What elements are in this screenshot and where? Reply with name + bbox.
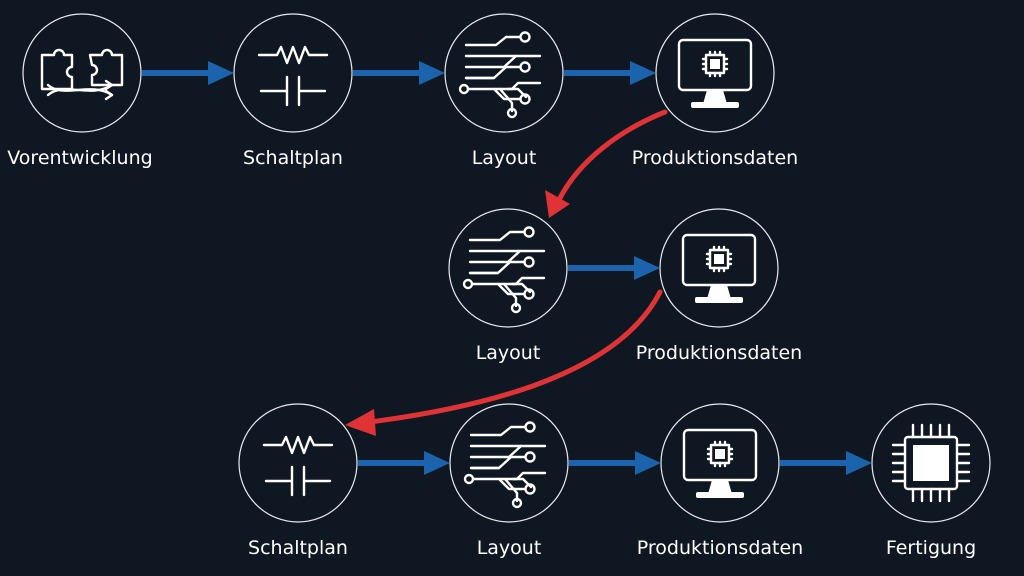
node-label: Layout [476,342,541,364]
chip-icon [891,423,971,503]
schematic-icon [262,435,334,497]
flow-arrow [569,451,661,475]
node-ring [448,208,568,328]
node-layout: Layout [444,13,564,169]
node-ring [444,13,564,133]
node-schaltplan: Schaltplan [238,403,358,559]
node-ring [22,13,142,133]
node-label: Layout [472,147,537,169]
node-label: Vorentwicklung [7,147,152,169]
iteration-arrow [545,109,668,218]
puzzle-icon [40,48,124,101]
flow-arrow [568,256,660,280]
node-label: Produktionsdaten [636,342,802,364]
node-label: Produktionsdaten [637,537,803,559]
node-schaltplan: Schaltplan [233,13,353,169]
node-ring [238,403,358,523]
node-ring [449,403,569,523]
node-label: Schaltplan [248,537,348,559]
node-label: Fertigung [886,537,976,559]
node-produktionsdaten: Produktionsdaten [636,208,802,364]
monitor-chip-icon [682,428,758,500]
flow-arrow [564,61,656,85]
flow-arrow [358,451,450,475]
flow-arrow [353,61,445,85]
circuit-traces-icon [458,31,542,119]
flow-arrow [142,61,234,85]
node-fertigung: Fertigung [871,403,991,559]
circuit-traces-icon [463,421,547,509]
node-ring [233,13,353,133]
node-label: Schaltplan [243,147,343,169]
flow-arrow [780,451,872,475]
node-produktionsdaten: Produktionsdaten [632,13,798,169]
node-vorentwicklung: Vorentwicklung [7,13,153,169]
schematic-icon [257,45,329,107]
circuit-traces-icon [462,226,546,314]
node-label: Layout [477,537,542,559]
node-layout: Layout [449,403,569,559]
node-layout: Layout [448,208,568,364]
node-label: Produktionsdaten [632,147,798,169]
monitor-chip-icon [681,233,757,305]
iteration-arrow [345,289,663,436]
node-produktionsdaten: Produktionsdaten [637,403,803,559]
monitor-chip-icon [677,38,753,110]
